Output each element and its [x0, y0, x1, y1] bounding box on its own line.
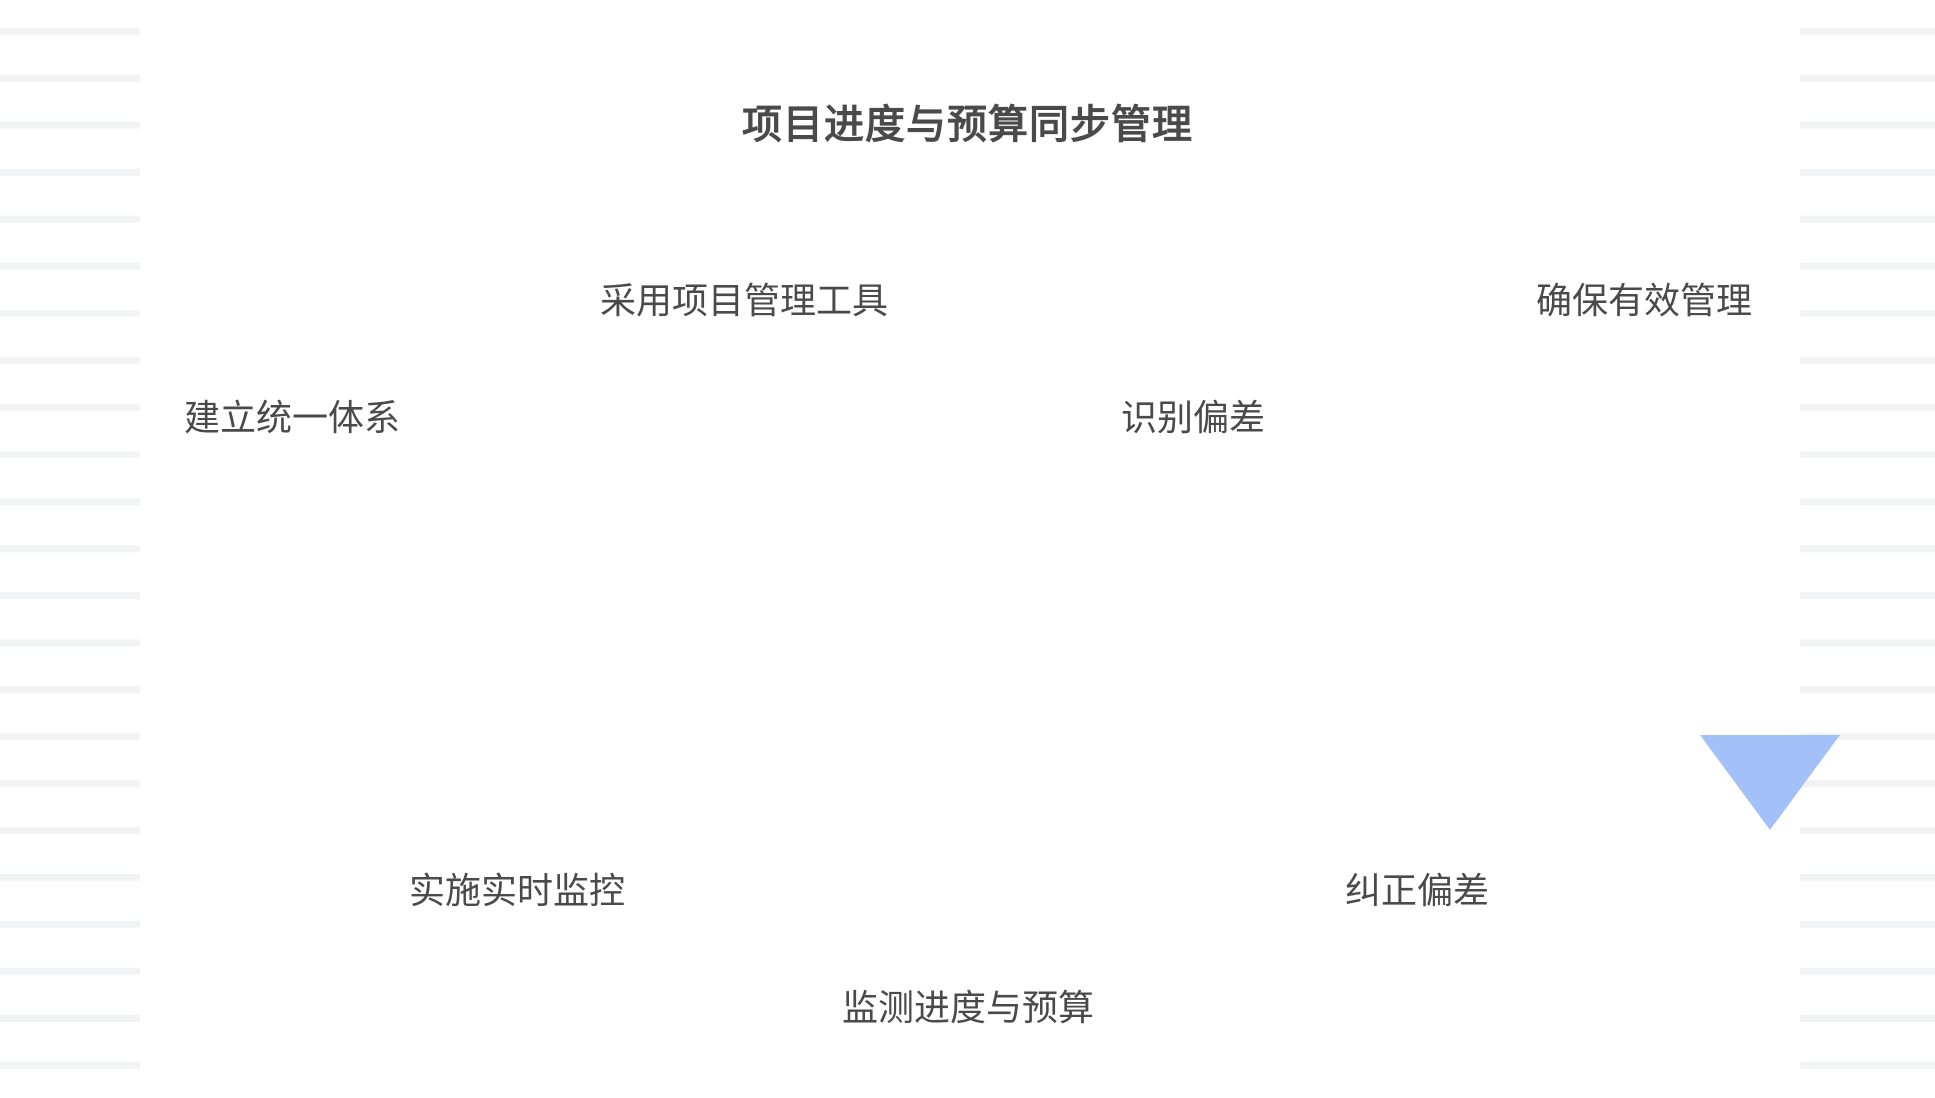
white-card-panel [140, 0, 1800, 1098]
arrow-head-icon [1700, 735, 1840, 830]
flow-segment-2 [190, 360, 1770, 910]
flow-segment-1 [190, 360, 1770, 910]
flow-segment-5 [190, 360, 1770, 910]
step-label-4: 监测进度与预算 [841, 987, 1095, 1028]
step-label-6: 纠正偏差 [1344, 870, 1490, 911]
page-title: 项目进度与预算同步管理 [742, 103, 1193, 147]
step-label-2: 实施实时监控 [408, 870, 626, 911]
flow-segment-4 [190, 360, 1770, 910]
step-label-5: 识别偏差 [1120, 397, 1266, 438]
step-label-7: 确保有效管理 [1535, 280, 1753, 321]
step-label-1: 建立统一体系 [183, 397, 401, 438]
step-label-3: 采用项目管理工具 [599, 280, 889, 321]
flow-segment-3 [190, 360, 1770, 910]
